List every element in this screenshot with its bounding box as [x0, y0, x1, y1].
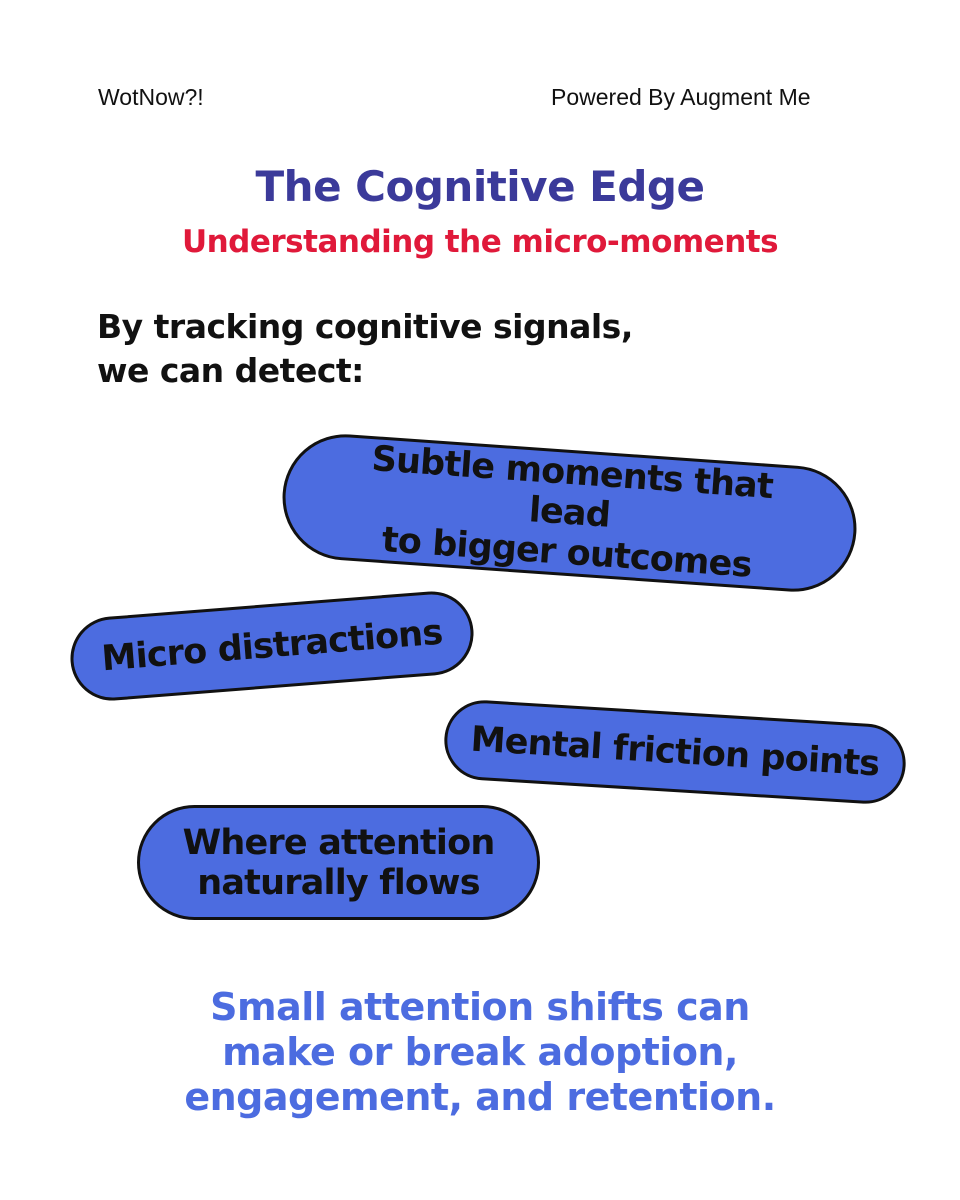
closing-line-3: engagement, and retention.: [184, 1075, 776, 1119]
powered-by-text: Powered By Augment Me: [551, 84, 811, 110]
closing-statement: Small attention shifts can make or break…: [0, 985, 960, 1120]
pill-micro-distractions: Micro distractions: [67, 588, 477, 704]
intro-line-1: By tracking cognitive signals,: [97, 307, 633, 346]
brand-name: WotNow?!: [98, 84, 204, 110]
intro-line-2: we can detect:: [97, 351, 364, 390]
pill-attention-flow: Where attention naturally flows: [137, 805, 540, 920]
pill-text-line: Micro distractions: [100, 612, 444, 680]
pill-text-line: Where attention: [182, 822, 496, 863]
pill-text-line: naturally flows: [197, 862, 480, 903]
pill-subtle-moments: Subtle moments that lead to bigger outco…: [278, 430, 861, 596]
pill-mental-friction: Mental friction points: [441, 697, 909, 807]
closing-line-1: Small attention shifts can: [210, 985, 750, 1029]
pill-text-line: Mental friction points: [469, 719, 881, 785]
closing-line-2: make or break adoption,: [222, 1030, 738, 1074]
page-subtitle: Understanding the micro-moments: [181, 224, 779, 260]
intro-text: By tracking cognitive signals, we can de…: [97, 305, 717, 393]
page-title: The Cognitive Edge: [255, 162, 705, 211]
